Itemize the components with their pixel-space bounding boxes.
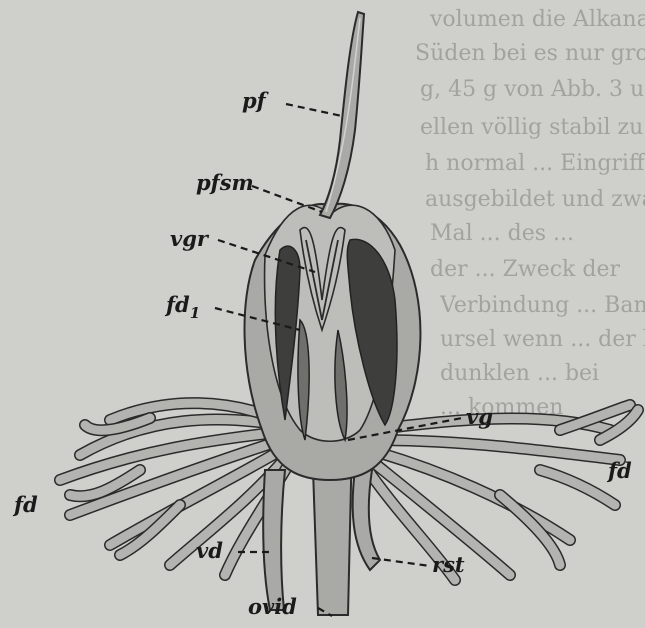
label-pfsm: pfsm [196, 170, 254, 195]
background-text-line: g, 45 g von Abb. 3 und die Ungetrieb [420, 77, 645, 102]
background-text-line: Mal ... des ... [430, 221, 574, 246]
label-rst: rst [432, 552, 465, 577]
label-ovid: ovid [248, 594, 297, 619]
background-text-line: ellen völlig stabil zu streuen. In Inner… [420, 115, 645, 140]
main-organ [245, 204, 421, 480]
label-fd-left: fd [12, 492, 38, 517]
background-text-line: Verbindung ... Band [439, 293, 645, 318]
label-fd1-subscript: 1 [190, 304, 200, 322]
background-text-line: h normal ... Eingriffstrom der Schaum [425, 151, 645, 176]
background-text-line: dunklen ... bei [440, 361, 599, 386]
label-vd: vd [196, 538, 223, 563]
background-text-line: ursel wenn ... der linke [440, 327, 645, 352]
background-text-line: der ... Zweck der [430, 257, 620, 282]
background-text-line: volumen die Alkanaahnge seiten [429, 7, 645, 32]
background-text-line: Süden bei es nur große, abgekürze Vermis [415, 41, 645, 66]
label-pf: pf [242, 88, 270, 113]
label-vgr: vgr [170, 226, 210, 251]
vas-deferens [263, 470, 285, 610]
label-fd1-main: fd [164, 292, 190, 317]
label-vg: vg [466, 404, 493, 429]
background-text-line: ausgebildet und zwar ... von einer [425, 187, 645, 212]
label-fd-right: fd [606, 458, 632, 483]
